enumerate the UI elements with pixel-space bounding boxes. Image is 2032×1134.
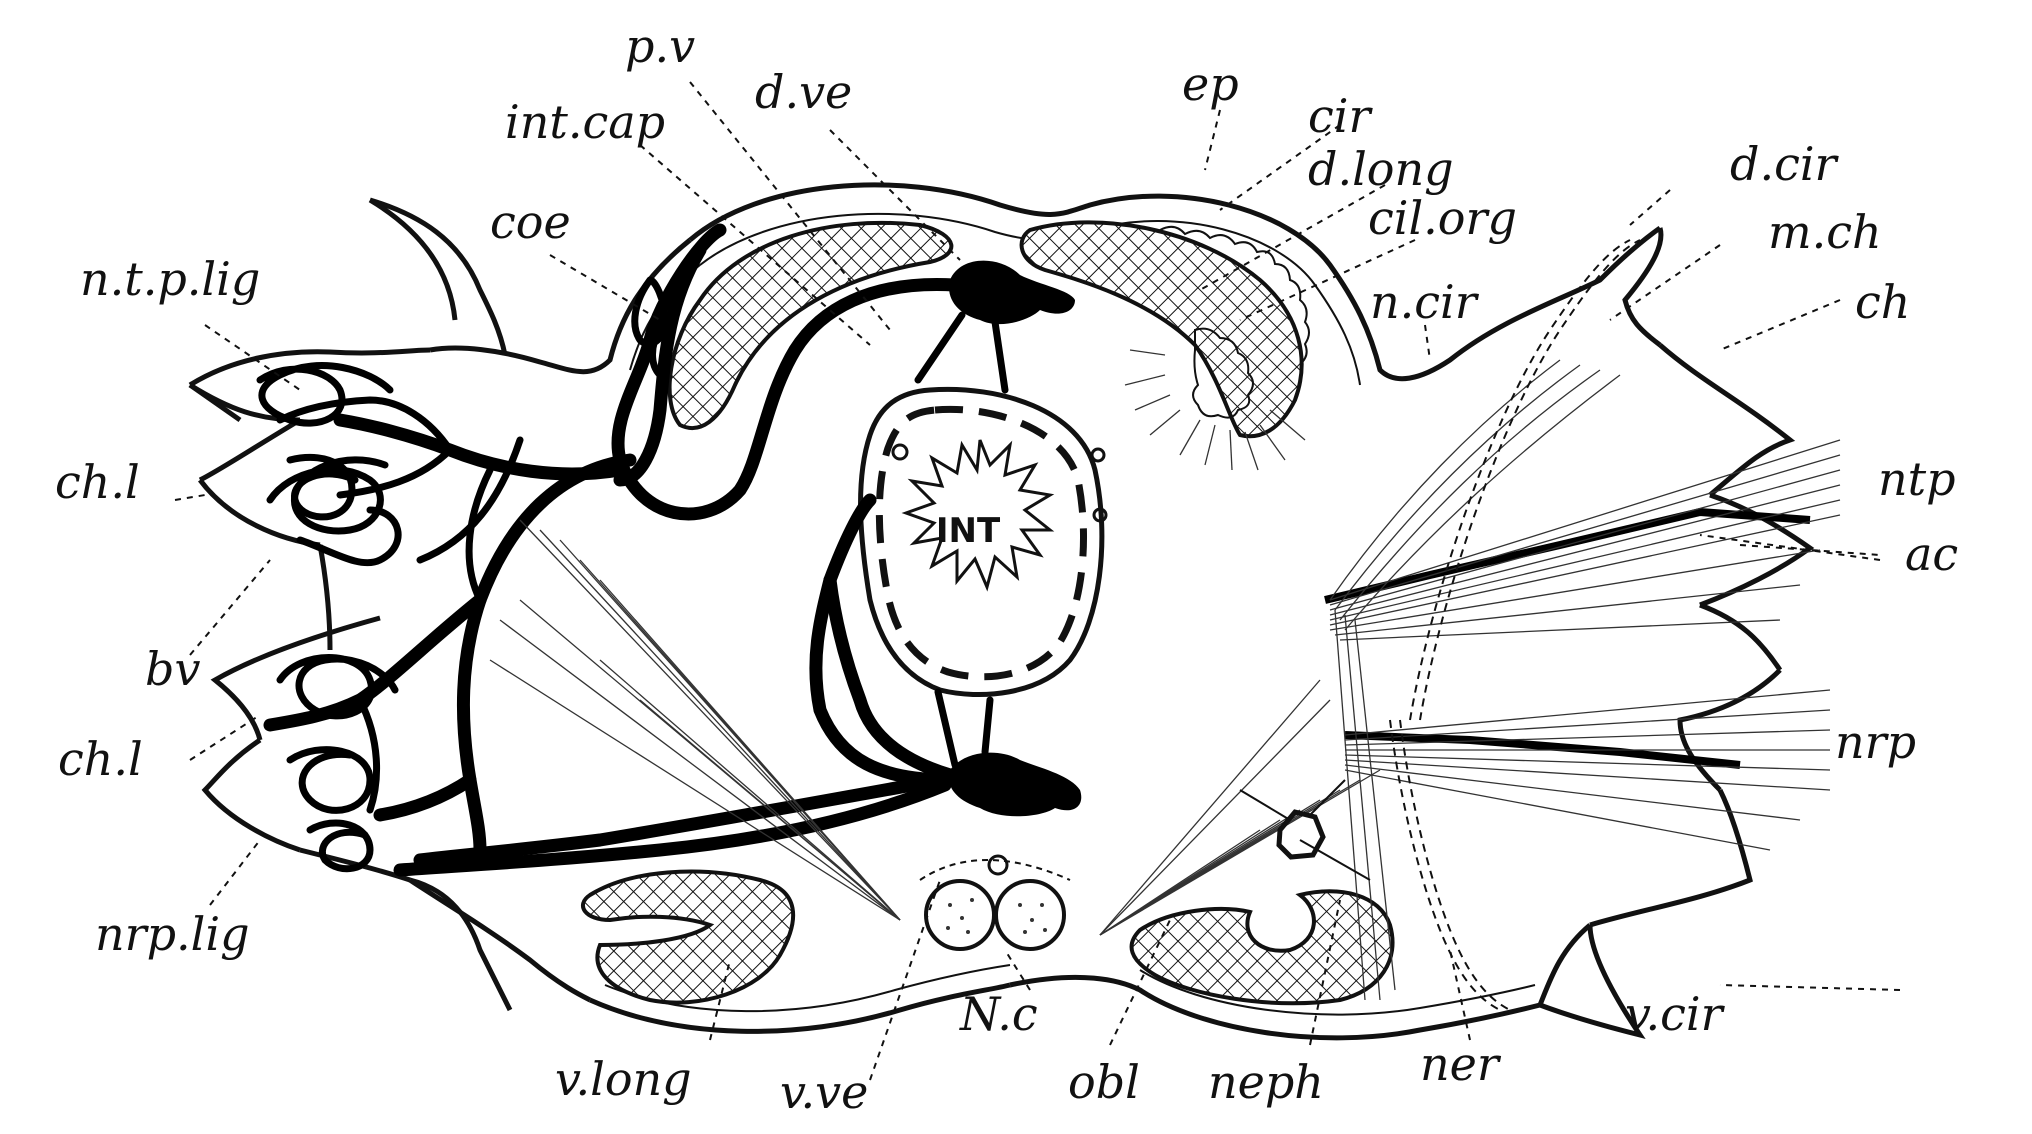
label-ntp: ntp xyxy=(1878,452,1956,506)
label-cil-org: cil.org xyxy=(1368,191,1517,245)
label-ep: ep xyxy=(1182,57,1239,111)
label-pv: p.v xyxy=(625,19,695,73)
intestine: INT xyxy=(861,389,1106,694)
label-d-cir: d.cir xyxy=(1730,137,1840,191)
intestine-label: INT xyxy=(936,511,1001,551)
label-ch-l-upper: ch.l xyxy=(55,455,140,509)
ventral-longitudinal-muscle-left xyxy=(583,872,793,1003)
label-m-ch: m.ch xyxy=(1768,205,1882,259)
ventral-vessel xyxy=(949,753,1082,817)
label-ch-l-lower: ch.l xyxy=(58,732,143,786)
label-d-ve: d.ve xyxy=(755,65,852,119)
label-cir: cir xyxy=(1308,89,1373,143)
nerve-cord xyxy=(920,856,1070,949)
oblique-muscles xyxy=(490,520,1380,935)
label-ntp-lig: n.t.p.lig xyxy=(80,252,260,306)
label-ch: ch xyxy=(1855,275,1910,329)
label-ner: ner xyxy=(1420,1037,1502,1091)
label-bv: bv xyxy=(145,642,200,696)
parapodium-right-chaetae xyxy=(1325,240,1840,1010)
label-neph: neph xyxy=(1208,1055,1324,1109)
label-int-cap: int.cap xyxy=(505,95,665,149)
longitudinal-muscles xyxy=(583,222,1393,1003)
label-nrp-lig: nrp.lig xyxy=(95,907,250,961)
label-v-long: v.long xyxy=(555,1052,692,1106)
label-nc: N.c xyxy=(959,987,1038,1041)
label-obl: obl xyxy=(1068,1055,1140,1109)
dorsal-longitudinal-muscle-right xyxy=(1022,222,1302,436)
label-ac: ac xyxy=(1905,527,1958,581)
label-d-long: d.long xyxy=(1308,142,1454,196)
label-coe: coe xyxy=(490,195,571,249)
label-nrp: nrp xyxy=(1835,715,1916,769)
gill-capillaries-upper xyxy=(260,366,398,563)
label-v-ve: v.ve xyxy=(780,1065,868,1119)
label-v-cir: v.cir xyxy=(1625,987,1726,1041)
label-n-cir: n.cir xyxy=(1370,275,1480,329)
